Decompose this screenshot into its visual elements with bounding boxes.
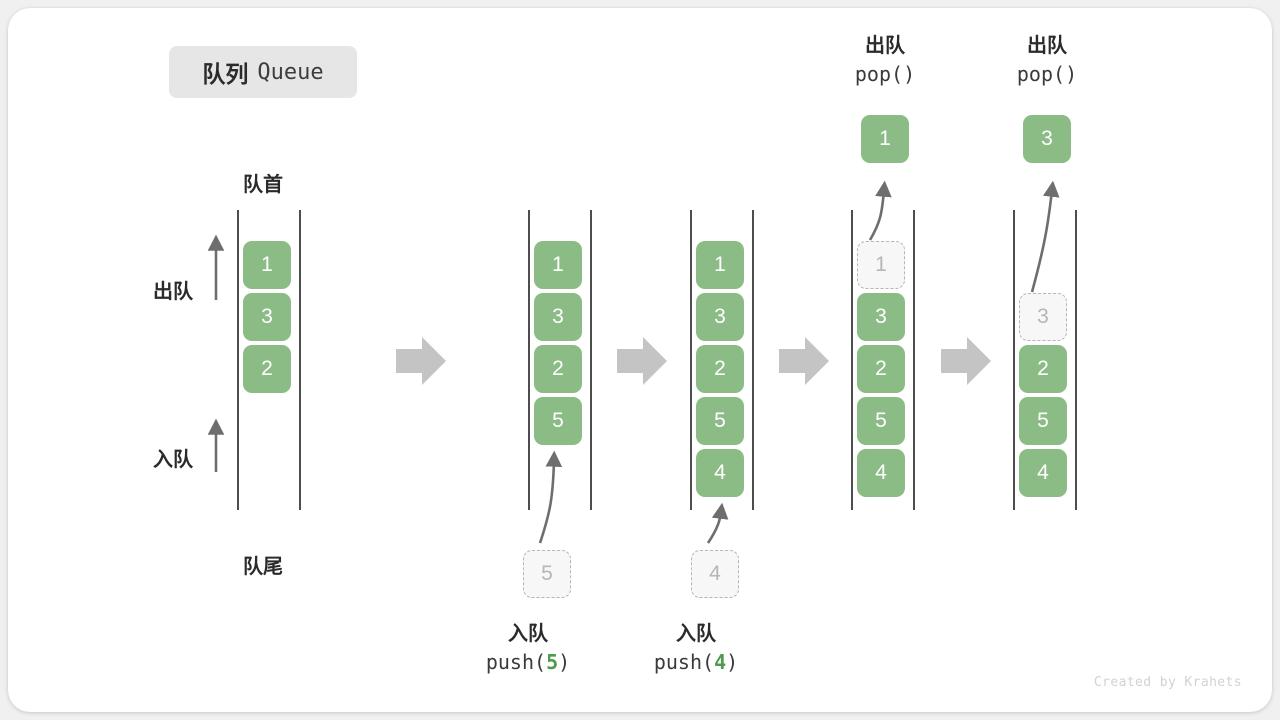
queue-cell: 3 — [534, 293, 582, 341]
operation-signature: push(4) — [653, 650, 739, 675]
queue-column-initial: 1 3 2 — [237, 210, 301, 510]
label-queue-head: 队首 — [243, 174, 283, 196]
queue-column-after-pop-1: 1 3 2 5 4 — [851, 210, 915, 510]
flow-arrow — [396, 337, 446, 385]
title-chinese: 队列 — [202, 61, 249, 87]
queue-rail-left — [690, 210, 692, 510]
push-arrow-4 — [706, 502, 729, 544]
operation-label-pop-1: 出队 pop() — [805, 32, 965, 89]
queue-rail-left — [1013, 210, 1015, 510]
label-dequeue-direction: 出队 — [153, 281, 193, 303]
queue-rail-right — [1075, 210, 1077, 510]
queue-cell: 1 — [243, 241, 291, 289]
queue-cell: 2 — [696, 345, 744, 393]
credit-watermark: Created by Krahets — [1093, 675, 1242, 690]
queue-rail-right — [913, 210, 915, 510]
queue-column-after-pop-3: 3 2 5 4 — [1013, 210, 1077, 510]
queue-cell: 2 — [1019, 345, 1067, 393]
queue-cell-removed: 1 — [857, 241, 905, 289]
queue-rail-left — [237, 210, 239, 510]
queue-cell: 2 — [857, 345, 905, 393]
queue-rail-right — [590, 210, 592, 510]
queue-cell: 2 — [534, 345, 582, 393]
queue-cell: 4 — [696, 449, 744, 497]
operation-signature: pop() — [1016, 62, 1078, 87]
popped-element: 1 — [861, 115, 909, 163]
incoming-element-ghost: 5 — [523, 550, 571, 598]
queue-rail-right — [299, 210, 301, 510]
popped-element: 3 — [1023, 115, 1071, 163]
queue-rail-left — [528, 210, 530, 510]
operation-label-pop-3: 出队 pop() — [967, 32, 1127, 89]
connector-overlay — [207, 180, 1060, 544]
diagram-card: 队列 Queue 队首 队尾 出队 入队 1 3 2 1 3 2 5 5 1 3… — [8, 8, 1272, 712]
operation-signature: pop() — [854, 62, 916, 87]
queue-cell: 5 — [857, 397, 905, 445]
queue-cell: 5 — [1019, 397, 1067, 445]
queue-rail-right — [752, 210, 754, 510]
title-badge: 队列 Queue — [169, 46, 357, 98]
queue-column-after-push-4: 1 3 2 5 4 — [690, 210, 754, 510]
operation-name-cn: 出队 — [865, 35, 905, 57]
incoming-element-ghost: 4 — [691, 550, 739, 598]
queue-cell: 2 — [243, 345, 291, 393]
operation-name-cn: 出队 — [1027, 35, 1067, 57]
queue-cell: 1 — [696, 241, 744, 289]
operation-label-push-4: 入队 push(4) — [616, 620, 776, 677]
flow-arrow — [617, 337, 667, 385]
operation-name-cn: 入队 — [676, 623, 716, 645]
label-queue-tail: 队尾 — [243, 556, 283, 578]
queue-column-after-push-5: 1 3 2 5 — [528, 210, 592, 510]
queue-cell: 3 — [857, 293, 905, 341]
queue-cell-removed: 3 — [1019, 293, 1067, 341]
operation-name-cn: 入队 — [508, 623, 548, 645]
queue-cell: 3 — [243, 293, 291, 341]
queue-cell: 4 — [857, 449, 905, 497]
queue-cell: 5 — [534, 397, 582, 445]
flow-arrow — [779, 337, 829, 385]
flow-arrow — [941, 337, 991, 385]
queue-cell: 1 — [534, 241, 582, 289]
operation-label-push-5: 入队 push(5) — [448, 620, 608, 677]
operation-signature: push(5) — [485, 650, 571, 675]
title-english: Queue — [257, 59, 324, 85]
queue-cell: 5 — [696, 397, 744, 445]
queue-rail-left — [851, 210, 853, 510]
queue-cell: 4 — [1019, 449, 1067, 497]
queue-cell: 3 — [696, 293, 744, 341]
diagram-stage: 队列 Queue 队首 队尾 出队 入队 1 3 2 1 3 2 5 5 1 3… — [8, 8, 1272, 712]
label-enqueue-direction: 入队 — [153, 449, 193, 471]
